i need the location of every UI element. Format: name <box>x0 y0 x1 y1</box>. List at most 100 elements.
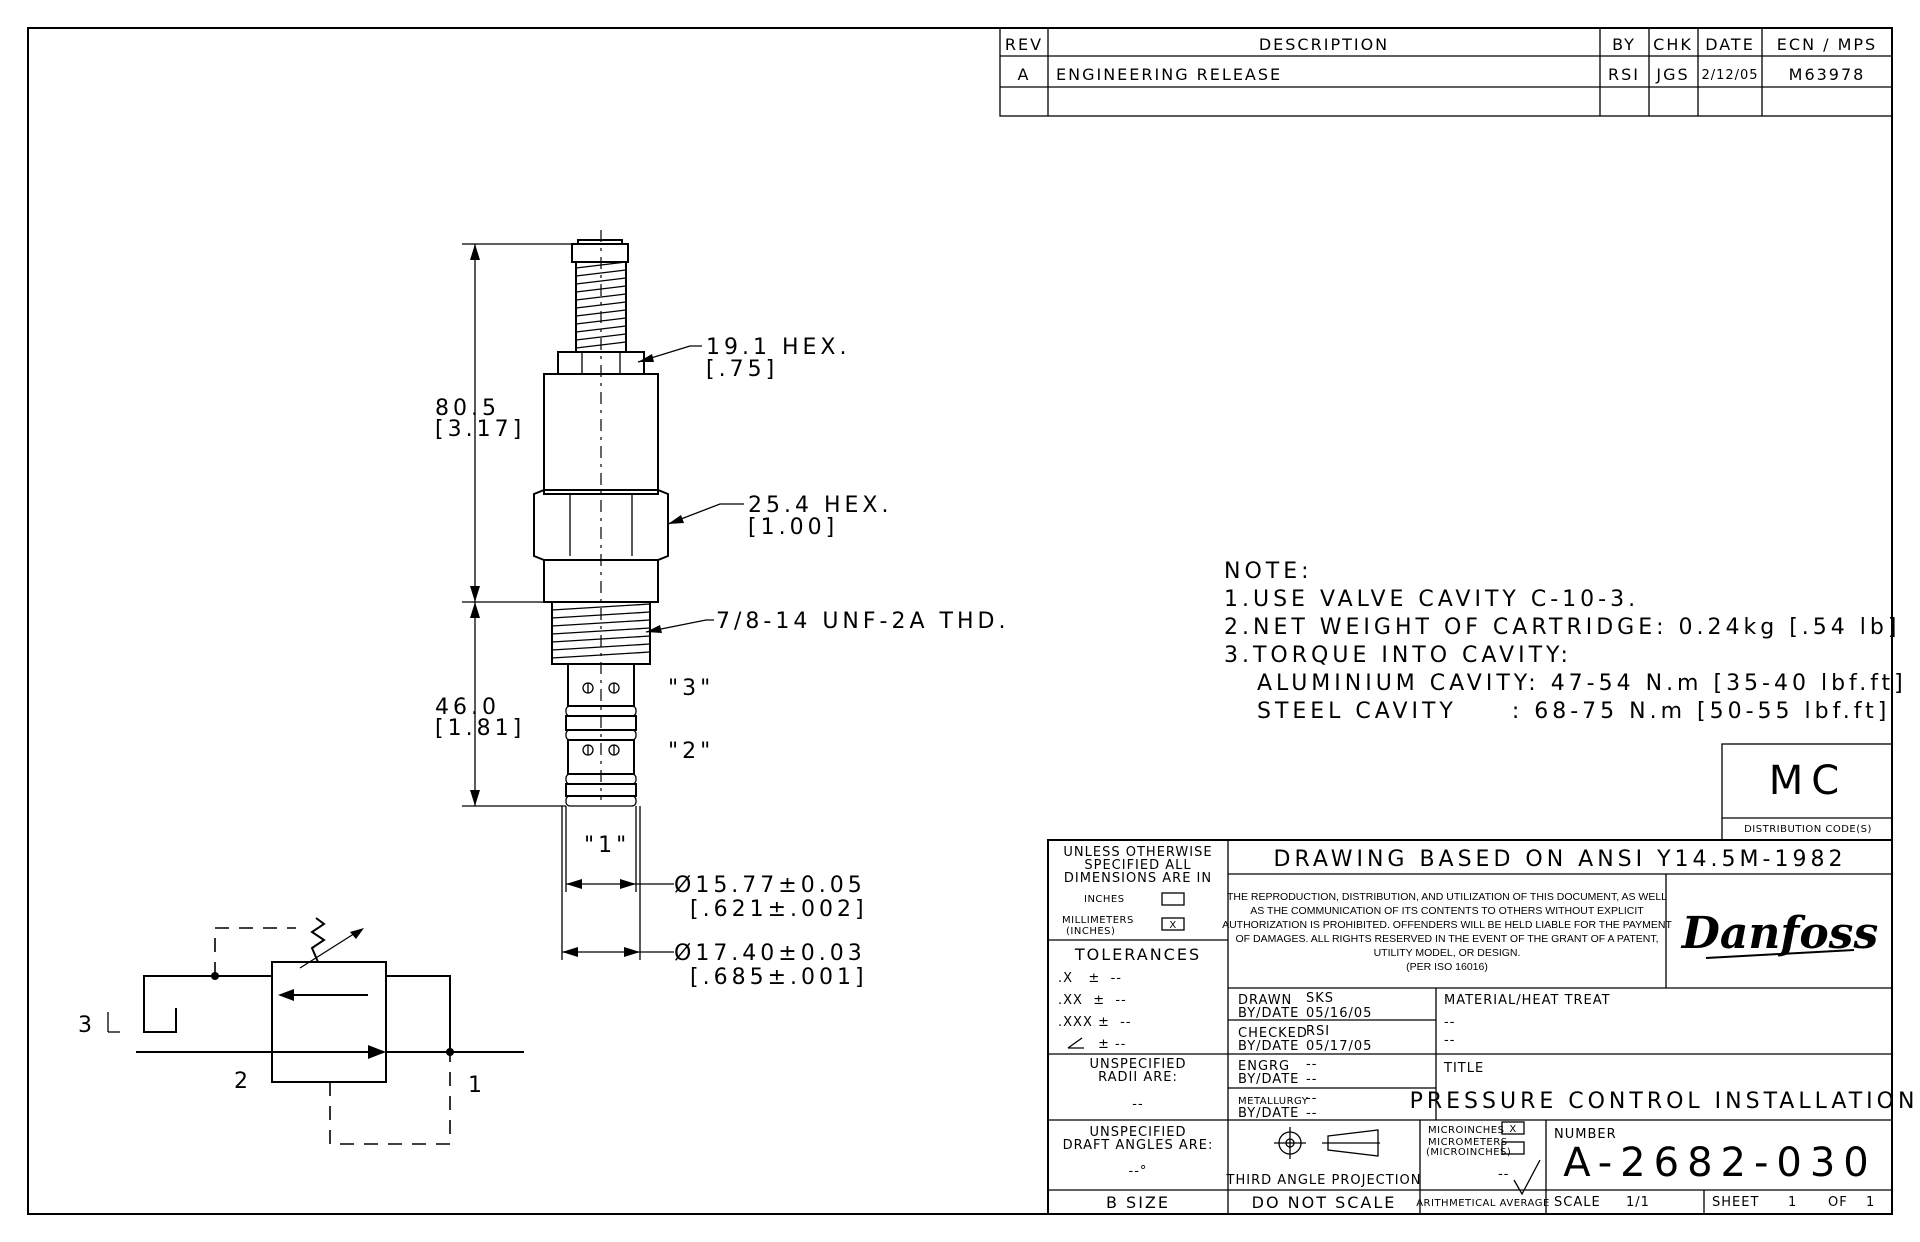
microinches-mark: X <box>1509 1124 1516 1135</box>
unless-line-3: DIMENSIONS ARE IN <box>1064 871 1212 886</box>
dimensions: 80.5 [3.17] 46.0 [1.81] 19.1 HEX. [.75] … <box>435 243 1009 990</box>
legal-line-3: AUTHORIZATION IS PROHIBITED. OFFENDERS W… <box>1222 919 1672 931</box>
unless-line-1: UNLESS OTHERWISE <box>1063 845 1212 860</box>
ecn-header: ECN / MPS <box>1777 35 1877 54</box>
tol-xxx: .XXX ± -- <box>1058 1015 1132 1030</box>
metallurgy-value: -- <box>1306 1091 1317 1106</box>
draft-line-1: UNSPECIFIED <box>1090 1125 1187 1140</box>
angle-symbol <box>1067 1037 1084 1049</box>
note-line-1: 1.USE VALVE CAVITY C-10-3. <box>1224 587 1639 612</box>
radii-line-2: RADII ARE: <box>1098 1070 1178 1085</box>
projection-label: THIRD ANGLE PROJECTION <box>1226 1173 1422 1188</box>
material-value-1: -- <box>1444 1015 1455 1030</box>
rev-date: 2/12/05 <box>1701 68 1758 83</box>
port-2-label: "2" <box>668 739 714 764</box>
port-1-label: "1" <box>584 833 630 858</box>
do-not-scale: DO NOT SCALE <box>1252 1193 1397 1212</box>
checked-date: 05/17/05 <box>1306 1039 1372 1054</box>
metallurgy-bydate-label: BY/DATE <box>1238 1106 1299 1121</box>
drawn-date: 05/16/05 <box>1306 1006 1372 1021</box>
inches-label: INCHES <box>1084 894 1125 905</box>
lower-length-mm: 46.0 <box>435 695 500 720</box>
rev-header: REV <box>1005 35 1043 54</box>
mm-checkbox <box>1161 917 1185 931</box>
hex-large-in: [1.00] <box>748 515 838 540</box>
legal-line-6: (PER ISO 16016) <box>1406 961 1488 973</box>
checked-by: RSI <box>1306 1024 1330 1039</box>
tolerances-heading: TOLERANCES <box>1074 945 1201 964</box>
rev-chk: JGS <box>1655 65 1689 84</box>
port-3-label: "3" <box>668 676 714 701</box>
tol-angle: ± -- <box>1098 1037 1126 1052</box>
dia-2-mm: Ø17.40±0.03 <box>674 941 866 966</box>
engrg-bydate-label: BY/DATE <box>1238 1072 1299 1087</box>
engrg-value: -- <box>1306 1057 1317 1072</box>
note-line-2: 2.NET WEIGHT OF CARTRIDGE: 0.24kg [.54 l… <box>1224 615 1900 640</box>
sheet-label: SHEET <box>1712 1195 1759 1210</box>
by-header: BY <box>1612 35 1636 54</box>
overall-length-mm: 80.5 <box>435 396 500 421</box>
engrg-label: ENGRG <box>1238 1059 1290 1074</box>
schematic-port-3: 3 <box>78 1013 96 1038</box>
millimeters-label: MILLIMETERS <box>1062 915 1134 926</box>
inches-checkbox <box>1161 892 1185 906</box>
metallurgy-label: METALLURGY <box>1238 1096 1309 1107</box>
hex-large-mm: 25.4 HEX. <box>748 493 893 518</box>
distribution-code: MC <box>1769 758 1847 804</box>
note-line-4: ALUMINIUM CAVITY: 47-54 N.m [35-40 lbf.f… <box>1224 671 1907 696</box>
rev-ecn: M63978 <box>1789 65 1866 84</box>
title-block: UNLESS OTHERWISE SPECIFIED ALL DIMENSION… <box>1047 839 1914 1215</box>
notes: NOTE: 1.USE VALVE CAVITY C-10-3. 2.NET W… <box>1224 559 1907 724</box>
overall-length-in: [3.17] <box>435 417 525 442</box>
drawn-label: DRAWN <box>1238 993 1292 1008</box>
metallurgy-date: -- <box>1306 1106 1317 1121</box>
number-label: NUMBER <box>1554 1127 1617 1142</box>
micrometers-checkbox <box>1501 1141 1525 1155</box>
surface-finish-icon <box>1513 1159 1541 1196</box>
dia-1-mm: Ø15.77±0.05 <box>674 873 866 898</box>
draft-value: --° <box>1129 1164 1148 1179</box>
drawn-bydate-label: BY/DATE <box>1238 1006 1299 1021</box>
date-header: DATE <box>1705 35 1755 54</box>
description-header: DESCRIPTION <box>1259 35 1389 54</box>
title-label: TITLE <box>1443 1061 1484 1076</box>
arithmetical-average: ARITHMETICAL AVERAGE <box>1416 1198 1550 1209</box>
draft-line-2: DRAFT ANGLES ARE: <box>1063 1138 1214 1153</box>
hex-small-in: [.75] <box>706 357 778 382</box>
lower-length-in: [1.81] <box>435 716 525 741</box>
legal-line-5: UTILITY MODEL, OR DESIGN. <box>1374 947 1521 959</box>
material-value-2: -- <box>1444 1033 1455 1048</box>
hex-small-mm: 19.1 HEX. <box>706 335 851 360</box>
legal-line-1: THE REPRODUCTION, DISTRIBUTION, AND UTIL… <box>1227 891 1667 903</box>
note-line-3: 3.TORQUE INTO CAVITY: <box>1224 643 1572 668</box>
thread-spec: 7/8-14 UNF-2A THD. <box>716 609 1009 634</box>
revision-block: REV DESCRIPTION BY CHK DATE ECN / MPS A … <box>999 27 1893 117</box>
drawn-by: SKS <box>1306 991 1334 1006</box>
sheet-size: B SIZE <box>1106 1193 1170 1212</box>
note-heading: NOTE: <box>1224 559 1313 584</box>
microinches-checkbox <box>1501 1121 1525 1135</box>
drawing-number: A-2682-030 <box>1563 1140 1877 1186</box>
material-label: MATERIAL/HEAT TREAT <box>1444 993 1611 1008</box>
dia-1-in: [.621±.002] <box>690 897 868 922</box>
hydraulic-schematic: 3 2 1 <box>78 917 524 1145</box>
danfoss-logo: Danfoss <box>1680 908 1878 959</box>
chk-header: CHK <box>1653 35 1693 54</box>
mm-checkbox-mark: X <box>1169 920 1176 931</box>
dia-2-in: [.685±.001] <box>690 965 868 990</box>
distribution-label: DISTRIBUTION CODE(S) <box>1744 824 1872 835</box>
scale-value: 1/1 <box>1626 1195 1650 1210</box>
radii-line-1: UNSPECIFIED <box>1090 1057 1187 1072</box>
projection-cone-icon <box>1327 1129 1379 1157</box>
unless-line-2: SPECIFIED ALL <box>1084 858 1191 873</box>
tol-x: .X ± -- <box>1058 971 1122 986</box>
rev-description: ENGINEERING RELEASE <box>1056 65 1282 84</box>
checked-bydate-label: BY/DATE <box>1238 1039 1299 1054</box>
microinches-paren-label: (MICROINCHES) <box>1426 1147 1511 1158</box>
sheet-border <box>27 27 1893 1215</box>
checked-label: CHECKED <box>1238 1026 1308 1041</box>
ansi-standard: DRAWING BASED ON ANSI Y14.5M-1982 <box>1274 847 1847 872</box>
radii-value: -- <box>1132 1097 1143 1112</box>
distribution-box: MC DISTRIBUTION CODE(S) <box>1721 743 1893 841</box>
